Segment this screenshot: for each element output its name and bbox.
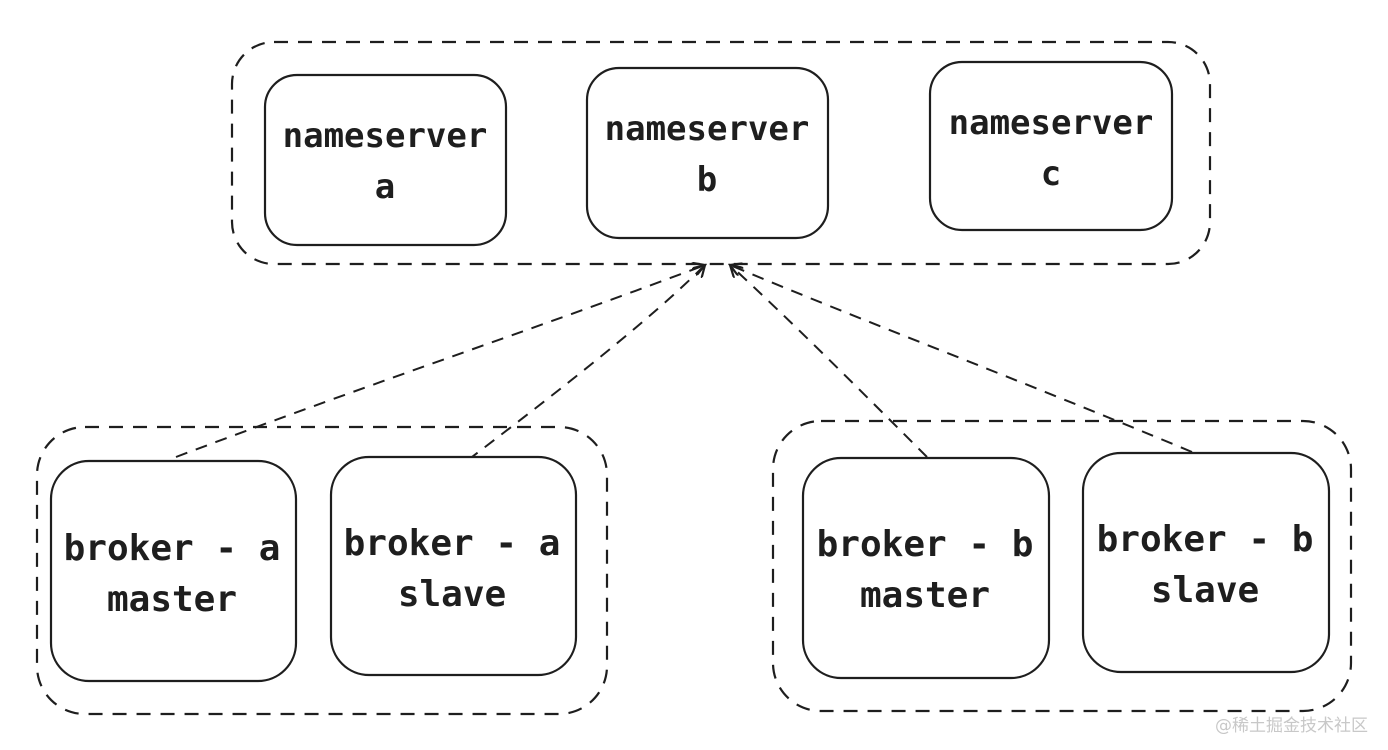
broker-a-slave-line2: slave — [398, 574, 506, 615]
nameserver-b-line1: nameserver — [605, 109, 810, 149]
nameserver-a-line2: a — [375, 167, 395, 207]
broker-b-slave-line2: slave — [1151, 570, 1259, 611]
broker-b-slave-node: broker - b slave — [1081, 451, 1331, 674]
broker-group-b-frame — [771, 419, 1353, 713]
connection-broker-b-slave — [730, 265, 1193, 453]
nameserver-a-node: nameserver a — [263, 73, 508, 247]
broker-a-slave-node: broker - a slave — [329, 455, 578, 677]
broker-b-master-node: broker - b master — [801, 456, 1051, 680]
nameserver-b-line2: b — [697, 160, 717, 200]
nameserver-b-node: nameserver b — [585, 66, 830, 240]
connection-broker-a-master — [175, 265, 705, 458]
nameserver-group: nameserver a nameserver b nameserver c — [230, 40, 1212, 266]
connection-broker-b-master — [730, 265, 928, 458]
broker-a-slave-line1: broker - a — [344, 523, 561, 564]
broker-a-master-node: broker - a master — [49, 459, 298, 683]
nameserver-c-node: nameserver c — [928, 60, 1174, 232]
nameserver-a-line1: nameserver — [283, 116, 488, 156]
broker-b-master-line2: master — [860, 575, 990, 616]
broker-group-b: broker - b master broker - b slave — [771, 419, 1353, 713]
broker-a-master-line2: master — [107, 579, 237, 620]
nameserver-c-line2: c — [1041, 154, 1061, 194]
connection-broker-a-slave — [467, 265, 705, 461]
broker-a-master-line1: broker - a — [64, 528, 281, 569]
broker-group-a: broker - a master broker - a slave — [35, 425, 609, 716]
broker-b-master-line1: broker - b — [817, 524, 1034, 565]
nameserver-group-frame — [230, 40, 1212, 266]
broker-b-slave-line1: broker - b — [1097, 519, 1314, 560]
connections — [175, 265, 1193, 461]
nameserver-c-line1: nameserver — [949, 103, 1154, 143]
watermark: @稀土掘金技术社区 — [1215, 716, 1368, 736]
